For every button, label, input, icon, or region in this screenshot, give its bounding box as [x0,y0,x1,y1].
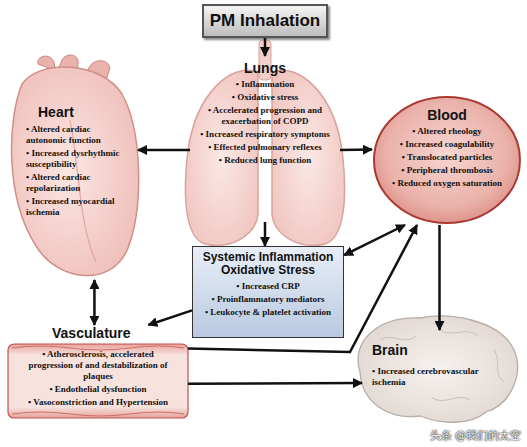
lungs-illustration [185,40,344,245]
node-heading: Blood [386,107,508,123]
bullet-text: • Translocated particles [386,152,508,163]
brain-fold [380,330,504,401]
node-heading: Brain [372,342,506,358]
arrow-connector [438,225,441,330]
bullet-text: • Altered cardiac autonomic function [26,124,128,146]
arrow-connector [264,222,267,246]
bullet-text: • Endothelial dysfunction [22,384,174,395]
node-heading: Lungs [196,60,334,76]
vessel-band [8,344,188,418]
bullet-text: • Proinflammatory mediators [199,294,337,305]
blood-oval [374,97,520,223]
bullet-text: • Altered cardiac repolarization [26,172,128,194]
node-heading: Systemic Inflammation Oxidative Stress [199,251,337,277]
bullet-text: • Effected pulmonary reflexes [196,142,334,153]
bullet-text: • Altered rheology [386,126,508,137]
organ-vasculature: Vasculature • Atherosclerosis, accelerate… [8,325,188,419]
organ-blood: Blood • Altered rheology • Increased coagu… [372,95,522,225]
bullet-text: • Increased CRP [199,281,337,292]
bullet-text: • Peripheral thrombosis [386,165,508,176]
brain-illustration [358,316,517,422]
bullet-text: • Increased respiratory symptoms [196,129,334,140]
arrow-connector [188,225,417,352]
bullet-text: • Reduced oxygen saturation [386,178,508,189]
input-box: PM Inhalation [202,4,328,38]
bullet-text: • Increased cerebrovascular ischemia [372,366,506,388]
arrow-connector [264,38,267,56]
heart-illustration [12,55,139,276]
organ-heart: Heart • Altered cardiac autonomic functio… [10,96,138,280]
bullet-text: • Atherosclerosis, accelerated progressi… [22,349,174,382]
heart-shape [12,67,139,276]
bullet-text: • Accelerated progression and exacerbati… [196,105,334,127]
bullet-text: • Increased myocardial ischemia [26,196,128,218]
brain-shape [358,316,517,422]
bullet-text: • Oxidative stress [196,92,334,103]
organ-brain: Brain • Increased cerebrovascular ischemi… [362,330,514,415]
vessel-wall [12,412,184,416]
bullet-text: • Leukocyte & platelet activation [199,307,337,318]
bullet-text: • Increased coagulability [386,139,508,150]
vessel-illustration [8,344,188,418]
arrow-connector [340,148,372,151]
arrow-connector [138,149,190,152]
bullet-text: • Inflammation [196,79,334,90]
organ-lungs: Lungs • Inflammation • Oxidative stress • A… [190,56,340,222]
arrow-connector [344,225,405,255]
bullet-text: • Vasoconstriction and Hypertension [22,397,174,408]
arrow-connector [148,310,192,325]
node-heading: Heart [38,104,128,120]
bullet-text: • Increased dysrhythmic susceptibility [26,148,128,170]
watermark: 头条 @我们的太空 [430,428,522,443]
process-box: Systemic Inflammation Oxidative Stress • … [192,246,344,338]
arrow-connector [188,382,362,385]
bullet-text: • Reduced lung function [196,155,334,166]
node-heading: PM Inhalation [204,11,326,31]
arrow-connector [93,280,96,325]
node-heading: Vasculature [52,325,174,341]
